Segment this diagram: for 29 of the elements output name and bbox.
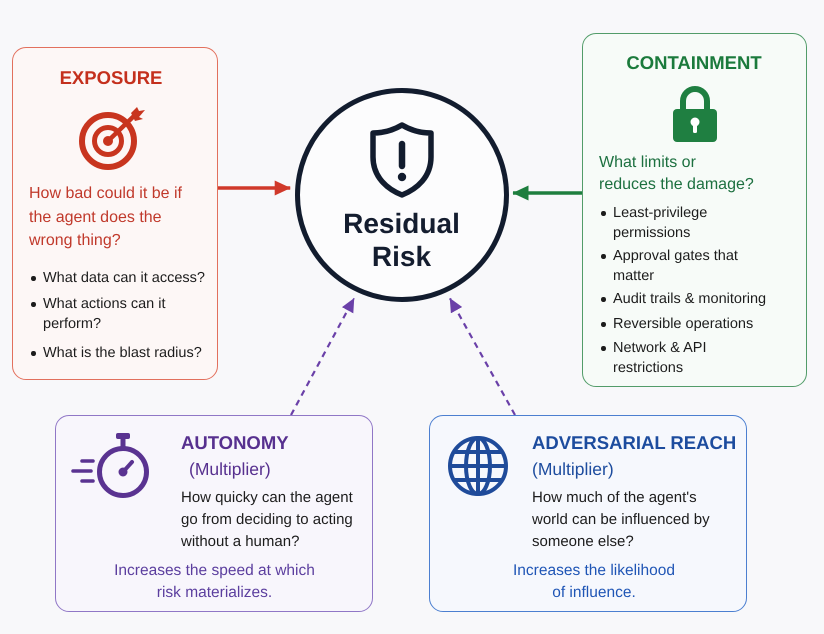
question-text: What limits or reduces the damage? (599, 153, 755, 195)
bullet-item: Audit trails & monitoring (599, 289, 775, 309)
card-title: ADVERSARIAL REACH (532, 432, 738, 454)
description-text: How much of the agent's world can be influenced by someone else? (532, 488, 711, 552)
bullet-item: What is the blast radius? (29, 343, 211, 363)
category-card (429, 415, 747, 612)
description-text: How quicky can the agent go from deciding to acting without a human? (181, 488, 354, 552)
bullet-item: Network & API restrictions (599, 338, 775, 378)
card-title: EXPOSURE (58, 67, 164, 89)
question-text: How bad could it be if the agent does the wrong thing? (29, 184, 183, 251)
bullet-item: Least-privilege permissions (599, 203, 775, 243)
dashed-arrow (449, 298, 516, 416)
card-title: CONTAINMENT (625, 52, 763, 74)
bullet-item: What data can it access? (29, 268, 211, 288)
category-card (582, 33, 807, 387)
arrow (512, 186, 582, 200)
subtitle: (Multiplier) (189, 458, 272, 480)
bullet-item: Approval gates that matter (599, 246, 775, 286)
card-title: AUTONOMY (181, 432, 290, 454)
effect-note: Increases the speed at which risk materializes. (113, 561, 316, 603)
effect-note: Increases the likelihood of influence. (512, 561, 676, 603)
category-card (55, 415, 373, 612)
bullet-item: What actions can it perform? (29, 294, 211, 334)
bullet-item: Reversible operations (599, 314, 775, 334)
category-card (12, 47, 218, 380)
arrow (218, 180, 291, 196)
dashed-arrow (290, 298, 355, 416)
subtitle: (Multiplier) (532, 458, 615, 480)
center-label: Residual Risk (342, 207, 461, 273)
